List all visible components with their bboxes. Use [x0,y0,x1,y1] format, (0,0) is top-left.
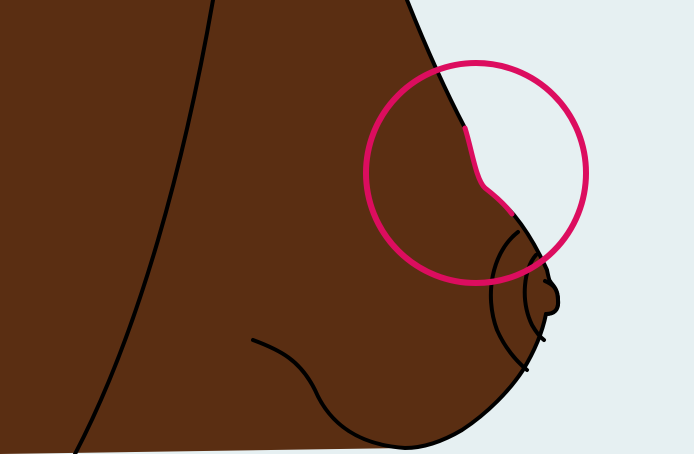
highlight-circle [363,60,589,286]
dimpling-highlight [462,125,515,217]
torso-line [73,0,215,454]
nipple-outline [543,279,561,316]
areola-outer-outline [488,230,529,372]
skin-fill [0,0,559,454]
